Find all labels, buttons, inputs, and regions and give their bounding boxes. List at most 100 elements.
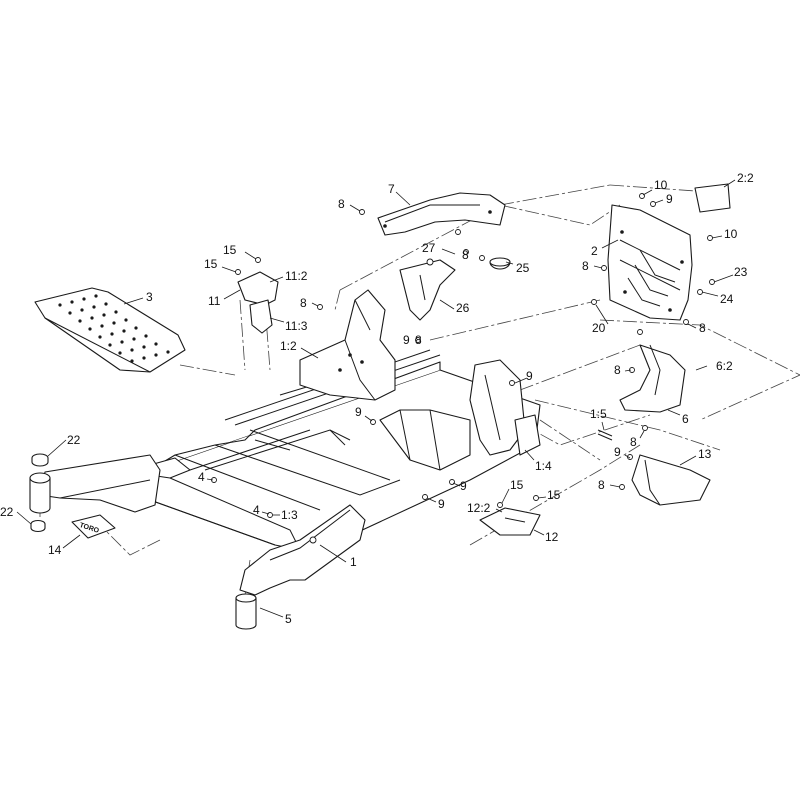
svg-text:6:2: 6:2 [716,359,733,373]
callout-15-b[interactable]: 15 [204,257,237,273]
svg-text:24: 24 [720,292,734,306]
callout-1[interactable]: 1 [319,544,357,569]
callout-8-b[interactable]: 8 [462,248,469,262]
callout-8-c[interactable]: 8 [582,259,603,273]
callout-10-b[interactable]: 10 [711,227,738,241]
bracket-part-12 [479,507,541,536]
callout-1-5[interactable]: 1:5 [590,407,607,431]
callout-4[interactable]: 4 [198,470,214,484]
callout-9-e[interactable]: 9 [614,445,631,459]
callout-10[interactable]: 10 [642,178,668,196]
callout-11[interactable]: 11 [208,289,241,308]
svg-text:20: 20 [592,321,606,335]
floor-pan-perforations [58,294,170,363]
svg-text:8: 8 [462,248,469,262]
cover-part-7 [377,192,506,236]
callout-9-d[interactable]: 9 [355,405,373,422]
svg-text:5: 5 [285,612,292,626]
svg-text:11:2: 11:2 [285,269,308,283]
svg-text:9: 9 [460,479,467,493]
callout-22-b[interactable]: 22 [0,505,32,525]
svg-text:9: 9 [614,445,621,459]
svg-text:8: 8 [582,259,589,273]
svg-text:15: 15 [510,478,524,492]
callout-14[interactable]: 14 [48,534,81,557]
svg-text:12: 12 [545,530,559,544]
seat-support-part-1-2 [299,289,396,401]
callout-8-h[interactable]: 8 [630,430,645,449]
clamp-part-25 [489,257,511,270]
pivot-assembly [29,453,51,533]
callout-8-f[interactable]: 8 [687,321,706,335]
callout-15[interactable]: 15 [223,243,257,260]
callout-6[interactable]: 6 [667,409,689,426]
svg-text:12:2: 12:2 [467,501,491,515]
svg-text:1:4: 1:4 [535,459,552,473]
rear-panel-part-2 [607,204,693,321]
callout-11-2[interactable]: 11:2 [269,269,308,283]
callout-9[interactable]: 9 [654,192,673,206]
svg-text:9: 9 [666,192,673,206]
callout-26[interactable]: 26 [439,299,470,315]
callout-1-2[interactable]: 1:2 [280,339,319,359]
svg-text:13: 13 [698,447,712,461]
callout-1-4[interactable]: 1:4 [524,449,552,473]
callout-8-g[interactable]: 8 [614,363,632,377]
callout-8[interactable]: 8 [338,197,361,212]
callout-6-2[interactable]: 6:2 [695,359,733,373]
callout-27[interactable]: 27 [422,241,456,255]
svg-text:9: 9 [526,369,533,383]
callout-23[interactable]: 23 [713,265,748,283]
svg-text:22: 22 [0,505,14,519]
callout-9-g[interactable]: 9 [426,497,445,511]
caster-spindle-part-5 [235,593,257,630]
callout-2-2[interactable]: 2:2 [723,171,754,188]
callout-9-f[interactable]: 9 [452,479,467,493]
pin-part-1-5 [597,429,613,441]
svg-text:22: 22 [67,433,81,447]
decal-part-14: TORO [71,514,116,539]
svg-text:2:2: 2:2 [737,171,754,185]
callout-12-2[interactable]: 12:2 [467,501,503,515]
callout-8-e[interactable]: 8 [415,333,422,347]
svg-text:8: 8 [699,321,706,335]
callout-13[interactable]: 13 [679,447,712,466]
callout-9-b[interactable]: 9 [403,333,410,347]
callout-22[interactable]: 22 [47,433,81,457]
callout-20[interactable]: 20 [592,304,609,335]
svg-text:1:2: 1:2 [280,339,297,353]
callout-9-c[interactable]: 9 [514,369,533,384]
callout-12[interactable]: 12 [533,529,559,544]
svg-text:27: 27 [422,241,436,255]
svg-text:10: 10 [654,178,668,192]
callout-1-3[interactable]: 1:3 [273,508,298,522]
callout-5[interactable]: 5 [259,607,292,626]
svg-text:23: 23 [734,265,748,279]
callout-2[interactable]: 2 [591,239,619,258]
callout-7[interactable]: 7 [388,182,411,206]
callout-4-b[interactable]: 4 [253,503,270,517]
svg-text:7: 7 [388,182,395,196]
svg-text:25: 25 [516,261,530,275]
svg-text:4: 4 [253,503,260,517]
callout-15-d[interactable]: 15 [537,488,561,502]
callout-25[interactable]: 25 [505,261,530,275]
svg-text:8: 8 [338,197,345,211]
svg-text:1:3: 1:3 [281,508,298,522]
callout-24[interactable]: 24 [701,291,734,306]
svg-text:8: 8 [300,296,307,310]
bracket-part-11 [237,271,279,334]
callout-15-c[interactable]: 15 [501,478,524,504]
callout-3[interactable]: 3 [123,290,153,305]
svg-text:14: 14 [48,543,62,557]
callout-8-d[interactable]: 8 [300,296,319,310]
svg-text:1: 1 [350,555,357,569]
svg-text:6: 6 [682,412,689,426]
callout-11-3[interactable]: 11:3 [269,317,308,333]
svg-text:9: 9 [355,405,362,419]
svg-text:8: 8 [415,333,422,347]
svg-text:26: 26 [456,301,470,315]
svg-text:15: 15 [204,257,218,271]
callout-8-i[interactable]: 8 [598,478,621,492]
